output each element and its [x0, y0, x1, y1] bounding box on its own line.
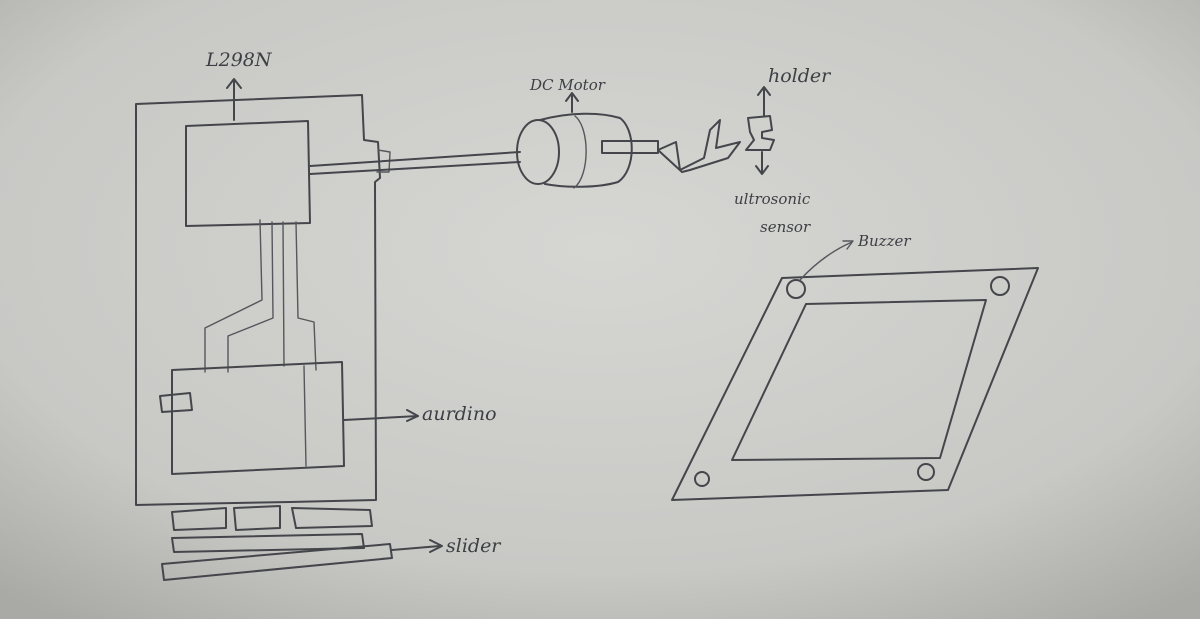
label-slider: slider — [446, 535, 502, 557]
label-dc-motor: DC Motor — [529, 76, 606, 94]
label-arduino: aurdino — [422, 403, 497, 425]
label-ultrasonic-sensor: ultrosonic — [734, 190, 811, 208]
label-holder: holder — [768, 65, 832, 87]
label-l298n: L298N — [205, 49, 273, 71]
label-buzzer: Buzzer — [857, 232, 911, 250]
label-ultrasonic-sensor-line2: sensor — [760, 218, 811, 236]
